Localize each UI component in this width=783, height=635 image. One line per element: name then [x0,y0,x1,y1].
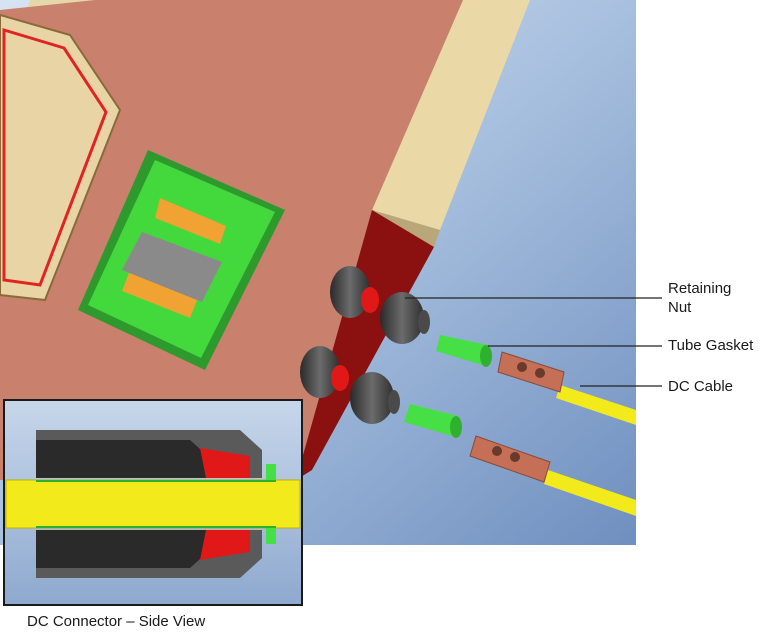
inset-side-view [4,400,302,605]
label-retaining-nut-line2: Nut [668,298,731,317]
label-tube-gasket: Tube Gasket [668,336,753,355]
label-dc-cable: DC Cable [668,377,733,396]
label-retaining-nut: Retaining Nut [668,279,731,317]
inset-caption: DC Connector – Side View [27,612,205,631]
label-retaining-nut-line1: Retaining [668,279,731,298]
